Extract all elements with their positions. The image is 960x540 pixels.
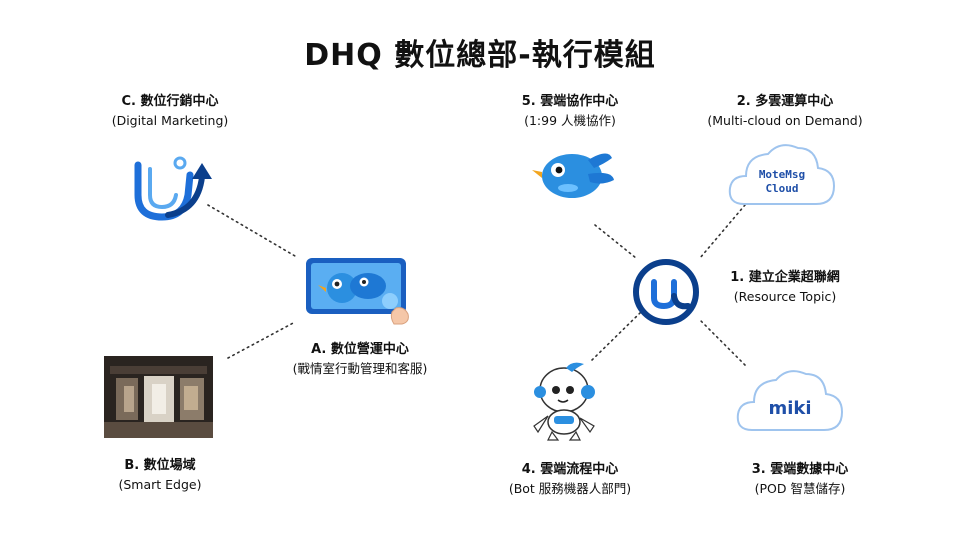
cloud-logo-text: Cloud — [765, 182, 798, 195]
at-hub-icon — [633, 259, 699, 325]
node-2-label: 2. 多雲運算中心 (Multi-cloud on Demand) — [690, 92, 880, 130]
miki-logo-text: miki — [768, 398, 811, 419]
motemsg-cloud-icon: MoteMsg Cloud — [728, 144, 836, 205]
blue-bird-icon — [532, 153, 614, 198]
link-5-hub — [594, 224, 637, 259]
node-b-subtitle: (Smart Edge) — [118, 477, 202, 492]
node-2-title: 2. 多雲運算中心 — [736, 94, 834, 109]
motemsg-logo-text: MoteMsg — [759, 168, 805, 181]
store-photo-image — [104, 356, 213, 438]
node-a-title: A. 數位營運中心 — [311, 342, 409, 357]
node-1-title: 1. 建立企業超聯網 — [730, 270, 840, 285]
miki-cloud-icon: miki — [736, 370, 844, 431]
node-4-title: 4. 雲端流程中心 — [521, 462, 619, 477]
link-c-a — [207, 204, 296, 257]
node-c-label: C. 數位行銷中心 (Digital Marketing) — [80, 92, 260, 130]
node-3-subtitle: (POD 智慧儲存) — [754, 481, 846, 496]
node-5-label: 5. 雲端協作中心 (1:99 人機協作) — [480, 92, 660, 130]
tablet-bird-icon — [306, 258, 409, 325]
link-4-hub — [591, 312, 641, 361]
node-b-label: B. 數位場域 (Smart Edge) — [70, 456, 250, 494]
node-4-subtitle: (Bot 服務機器人部門) — [508, 481, 632, 496]
node-5-title: 5. 雲端協作中心 — [521, 94, 619, 109]
link-3-hub — [699, 319, 746, 366]
node-c-subtitle: (Digital Marketing) — [111, 113, 229, 128]
node-c-title: C. 數位行銷中心 — [121, 94, 219, 109]
node-1-label: 1. 建立企業超聯網 (Resource Topic) — [705, 268, 865, 306]
node-a-subtitle: (戰情室行動管理和客服) — [292, 361, 428, 376]
node-a-label: A. 數位營運中心 (戰情室行動管理和客服) — [270, 340, 450, 378]
node-3-title: 3. 雲端數據中心 — [751, 462, 849, 477]
node-2-subtitle: (Multi-cloud on Demand) — [707, 113, 863, 128]
node-4-label: 4. 雲端流程中心 (Bot 服務機器人部門) — [470, 460, 670, 498]
link-2-hub — [699, 204, 746, 259]
link-b-a — [227, 321, 296, 359]
robot-mascot-icon — [533, 362, 595, 441]
u-arrow-logo-icon — [134, 156, 212, 221]
node-1-subtitle: (Resource Topic) — [733, 289, 837, 304]
node-b-title: B. 數位場域 — [124, 458, 196, 473]
node-5-subtitle: (1:99 人機協作) — [524, 113, 616, 128]
page-title: DHQ 數位總部-執行模組 — [304, 38, 656, 73]
node-3-label: 3. 雲端數據中心 (POD 智慧儲存) — [700, 460, 900, 498]
